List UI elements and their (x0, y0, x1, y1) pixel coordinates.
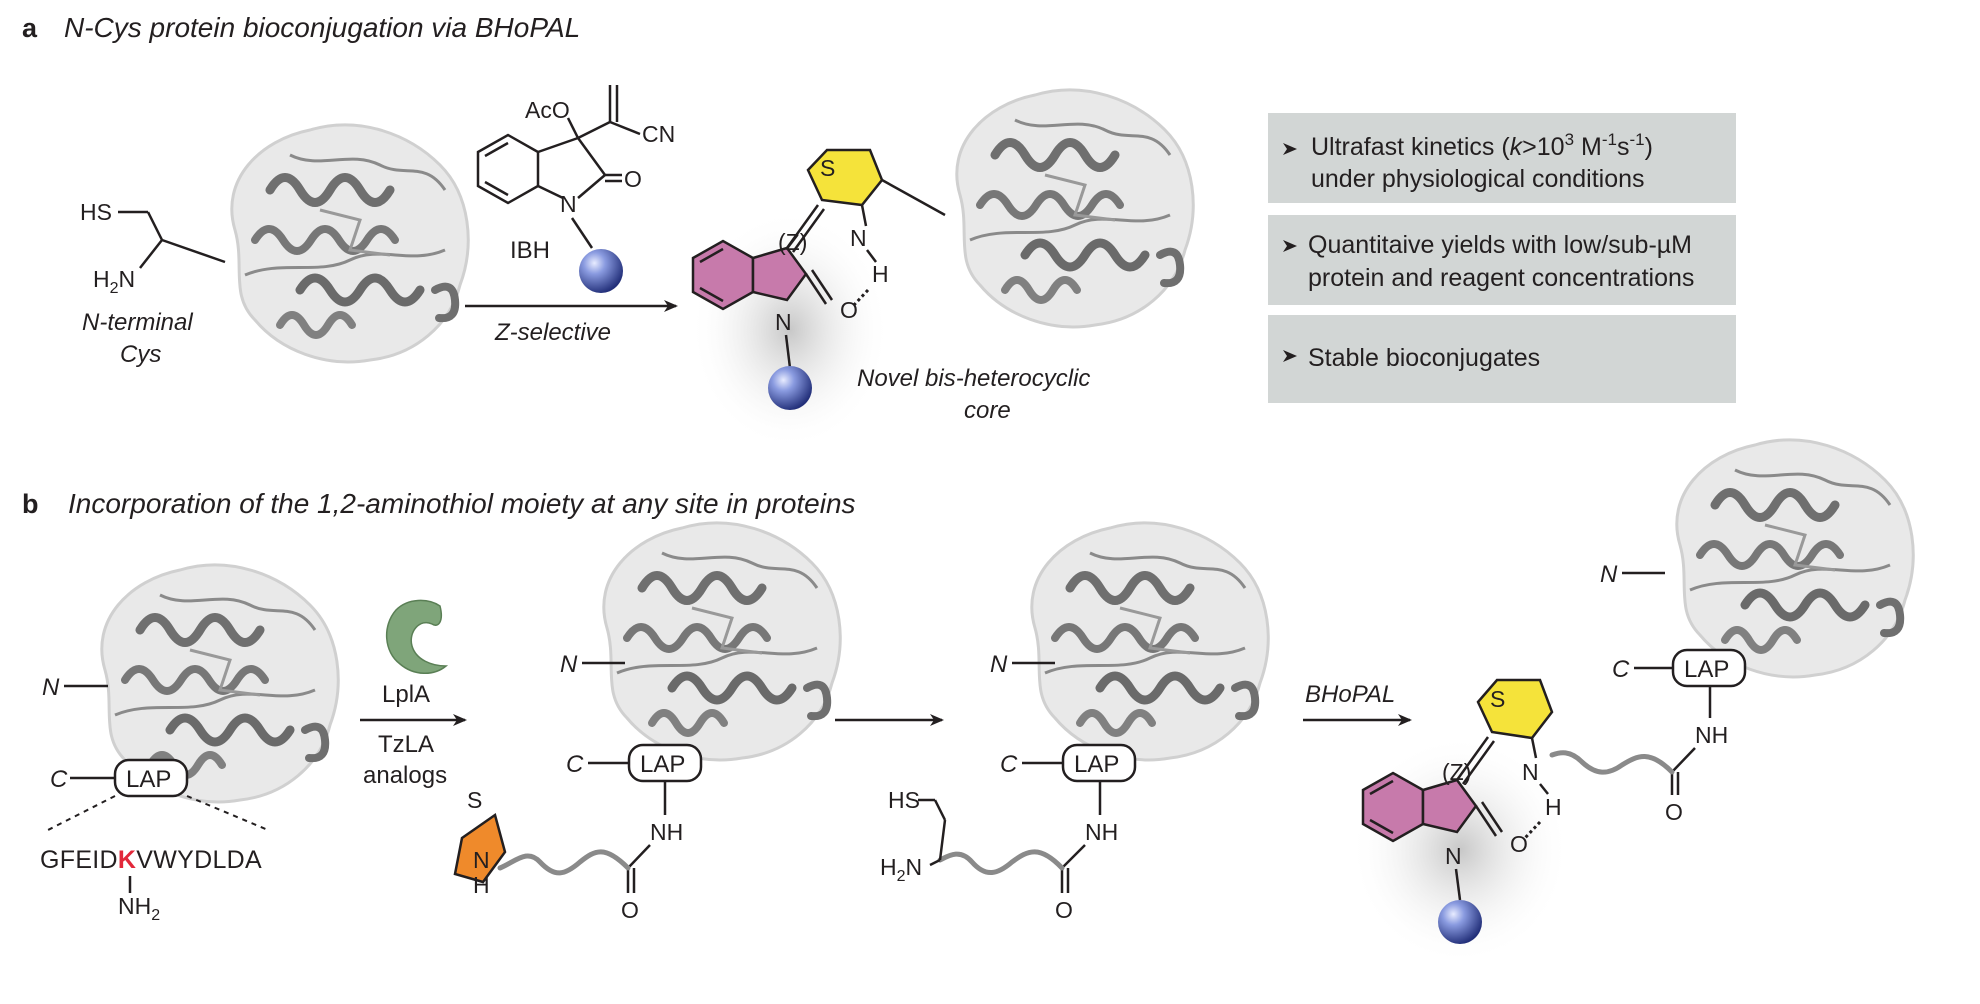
final-bioconjugate: N C LAP NH O O N (Z) S N H (1350, 561, 1747, 965)
product-a-sphere (768, 366, 812, 410)
final-stereo: (Z) (1442, 759, 1471, 785)
panel-b-letter: b (22, 489, 39, 519)
product-a-h: H (872, 261, 889, 287)
c-term-4: C (1612, 656, 1630, 683)
feature-list: Ultrafast kinetics (k>103 M-1s-1) under … (1268, 113, 1736, 403)
novel-core-label-1: Novel bis-heterocyclic (857, 365, 1090, 392)
product-a-n: N (775, 309, 792, 335)
amide-o-4: O (1665, 799, 1683, 825)
n-term-1: N (42, 674, 60, 701)
cys-label: Cys (120, 341, 161, 368)
reagent-oxo: O (624, 166, 642, 192)
lap-tag-1 (113, 758, 189, 798)
linker-4 (1549, 750, 1675, 775)
amine-label: H2N (93, 266, 135, 297)
lpla-label: LplA (382, 681, 430, 708)
feature-1-line-1: Ultrafast kinetics (k>103 M-1s-1) (1311, 130, 1653, 161)
lap-label-2: LAP (640, 751, 685, 778)
linker-2 (497, 849, 631, 876)
n-terminal-label: N-terminal (82, 309, 193, 336)
lap-label-4: LAP (1684, 656, 1729, 683)
final-sphere (1438, 900, 1482, 944)
reagent-cn: CN (642, 121, 675, 147)
lap-sequence: GFEIDKVWYDLDA (40, 846, 262, 874)
n-term-2: N (560, 651, 578, 678)
linker-3 (937, 849, 1065, 875)
final-s: S (1490, 686, 1505, 712)
feature-2-line-2: protein and reagent concentrations (1308, 264, 1694, 292)
panel-a-title: N-Cys protein bioconjugation via BHoPAL (64, 12, 580, 43)
amide-nh-4: NH (1695, 722, 1728, 748)
c-term-3: C (1000, 751, 1018, 778)
reagent-aco: AcO (525, 97, 570, 123)
protein-b-3 (1032, 523, 1268, 760)
thiazolidine-conjugate: N C LAP NH O S N H (453, 651, 703, 923)
product-a-oxo: O (840, 297, 858, 323)
lpla-enzyme: LplA (382, 599, 449, 708)
product-a-s: S (820, 155, 835, 181)
lap-label-3: LAP (1074, 751, 1119, 778)
amide-o-2: O (621, 897, 639, 923)
thiazolidine-s: S (467, 787, 482, 813)
c-term-2: C (566, 751, 584, 778)
feature-box-3 (1268, 315, 1736, 403)
lap-tagged-protein: N C LAP GFEIDKVWYDLDA NH2 (40, 674, 269, 924)
feature-1-line-2: under physiological conditions (1311, 165, 1645, 193)
amide-nh-2: NH (650, 819, 683, 845)
protein-b-4 (1677, 440, 1913, 677)
protein-a-product (957, 90, 1193, 327)
product-a-stereo: (Z) (778, 229, 807, 255)
n-term-3: N (990, 651, 1008, 678)
product-a-nh: N (850, 225, 867, 251)
n-term-4: N (1600, 561, 1618, 588)
feature-box-1 (1268, 113, 1736, 203)
thiazolidine-n: N (473, 847, 490, 873)
feature-2-line-1: Quantitaive yields with low/sub-µM (1308, 231, 1692, 259)
final-thiazinane-n: N (1522, 759, 1539, 785)
reagent-n: N (560, 191, 577, 217)
product-a-structure: O N (Z) S N H Novel bis-heterocyclic cor… (690, 148, 1090, 450)
bhopal-label: BHoPAL (1305, 681, 1395, 708)
aminothiol-hs: HS (888, 787, 920, 813)
reagent-sphere (579, 249, 623, 293)
z-selective-label: Z-selective (494, 319, 611, 346)
final-h: H (1545, 794, 1562, 820)
ibh-reagent-structure: O N AcO CN IBH (476, 85, 675, 293)
panel-b-title: Incorporation of the 1,2-aminothiol moie… (68, 488, 856, 519)
analogs-label: analogs (363, 762, 447, 789)
lap-label-1: LAP (126, 766, 171, 793)
amide-nh-3: NH (1085, 819, 1118, 845)
reagent-name: IBH (510, 237, 550, 264)
c-term-1: C (50, 766, 68, 793)
final-indole-n: N (1445, 843, 1462, 869)
protein-a-substrate (232, 125, 468, 362)
aminothiol-conjugate: N C LAP NH O HS H2N (880, 651, 1137, 923)
novel-core-label-2: core (964, 397, 1011, 424)
final-oxo: O (1510, 831, 1528, 857)
aminothiol-h2n: H2N (880, 854, 922, 885)
thiazolidine-h: H (473, 872, 490, 898)
lpla-enzyme-icon (385, 599, 449, 674)
lysine-amine: NH2 (118, 893, 160, 924)
tzla-label: TzLA (378, 731, 434, 758)
protein-b-2 (604, 523, 840, 760)
panel-a-letter: a (22, 13, 38, 43)
feature-box-2 (1268, 215, 1736, 305)
feature-3-line-1: Stable bioconjugates (1308, 344, 1540, 372)
thiol-label: HS (80, 199, 112, 225)
n-terminal-cys-structure: HS H2N N-terminal Cys (80, 199, 226, 368)
amide-o-3: O (1055, 897, 1073, 923)
